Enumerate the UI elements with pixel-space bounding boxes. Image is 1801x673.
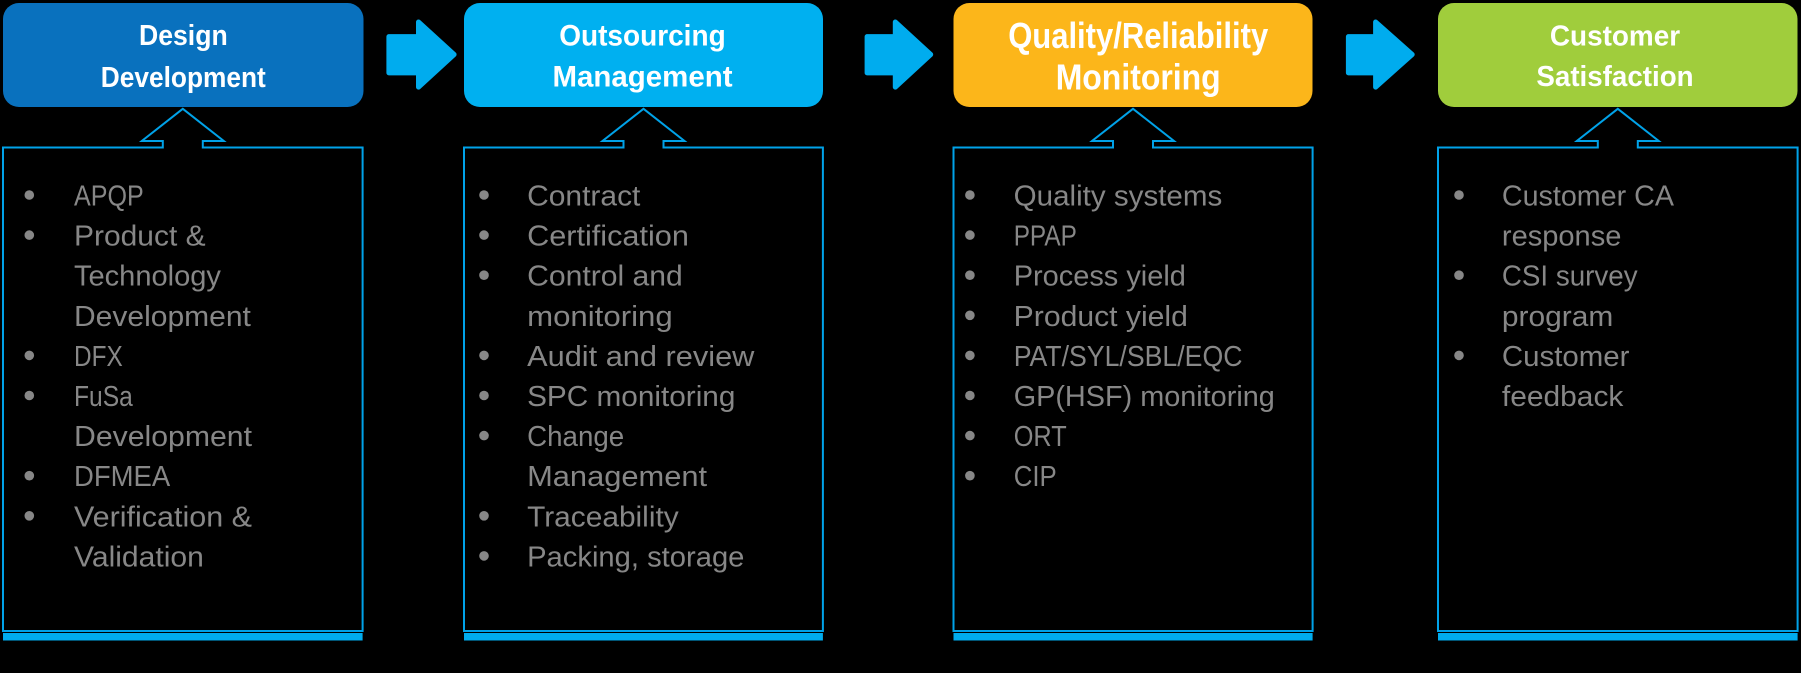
svg-text:Verification &: Verification & [74,501,252,533]
svg-text:PPAP: PPAP [1014,221,1077,253]
svg-text:Control and: Control and [527,261,683,293]
svg-text:APQP: APQP [74,181,144,213]
svg-text:Monitoring: Monitoring [1056,57,1221,98]
svg-text:Customer: Customer [1502,341,1630,373]
svg-text:Outsourcing: Outsourcing [559,20,726,53]
svg-text:Traceability: Traceability [527,501,679,533]
svg-text:Quality systems: Quality systems [1014,181,1223,213]
svg-text:Customer CA: Customer CA [1502,181,1675,213]
svg-text:feedback: feedback [1502,381,1624,413]
svg-text:Product &: Product & [74,221,206,253]
svg-text:PAT/SYL/SBL/EQC: PAT/SYL/SBL/EQC [1014,341,1243,373]
svg-text:DFMEA: DFMEA [74,461,171,493]
svg-text:Certification: Certification [527,221,689,253]
svg-text:Management: Management [553,61,733,94]
svg-text:Design: Design [139,20,228,52]
svg-text:Audit and review: Audit and review [527,341,755,373]
svg-text:Change: Change [527,421,624,453]
svg-text:Development: Development [74,421,252,453]
svg-text:program: program [1502,301,1613,333]
svg-text:Development: Development [74,301,251,333]
svg-text:Product yield: Product yield [1014,301,1188,333]
svg-text:SPC monitoring: SPC monitoring [527,381,735,413]
svg-text:Quality/Reliability: Quality/Reliability [1008,15,1268,56]
svg-text:Validation: Validation [74,541,204,573]
svg-text:CIP: CIP [1014,461,1057,493]
svg-text:Contract: Contract [527,181,640,213]
svg-text:Satisfaction: Satisfaction [1536,61,1693,93]
svg-text:FuSa: FuSa [74,381,134,413]
svg-text:DFX: DFX [74,341,123,373]
svg-text:Packing, storage: Packing, storage [527,541,744,573]
svg-text:CSI survey: CSI survey [1502,261,1638,293]
svg-text:GP(HSF) monitoring: GP(HSF) monitoring [1014,381,1275,413]
svg-text:Process yield: Process yield [1014,261,1186,293]
svg-text:Management: Management [527,461,707,493]
svg-text:Customer: Customer [1550,20,1680,52]
svg-text:Technology: Technology [74,261,221,293]
svg-text:ORT: ORT [1014,421,1067,453]
svg-text:Development: Development [101,62,266,94]
svg-text:response: response [1502,221,1622,253]
svg-text:monitoring: monitoring [527,301,673,333]
